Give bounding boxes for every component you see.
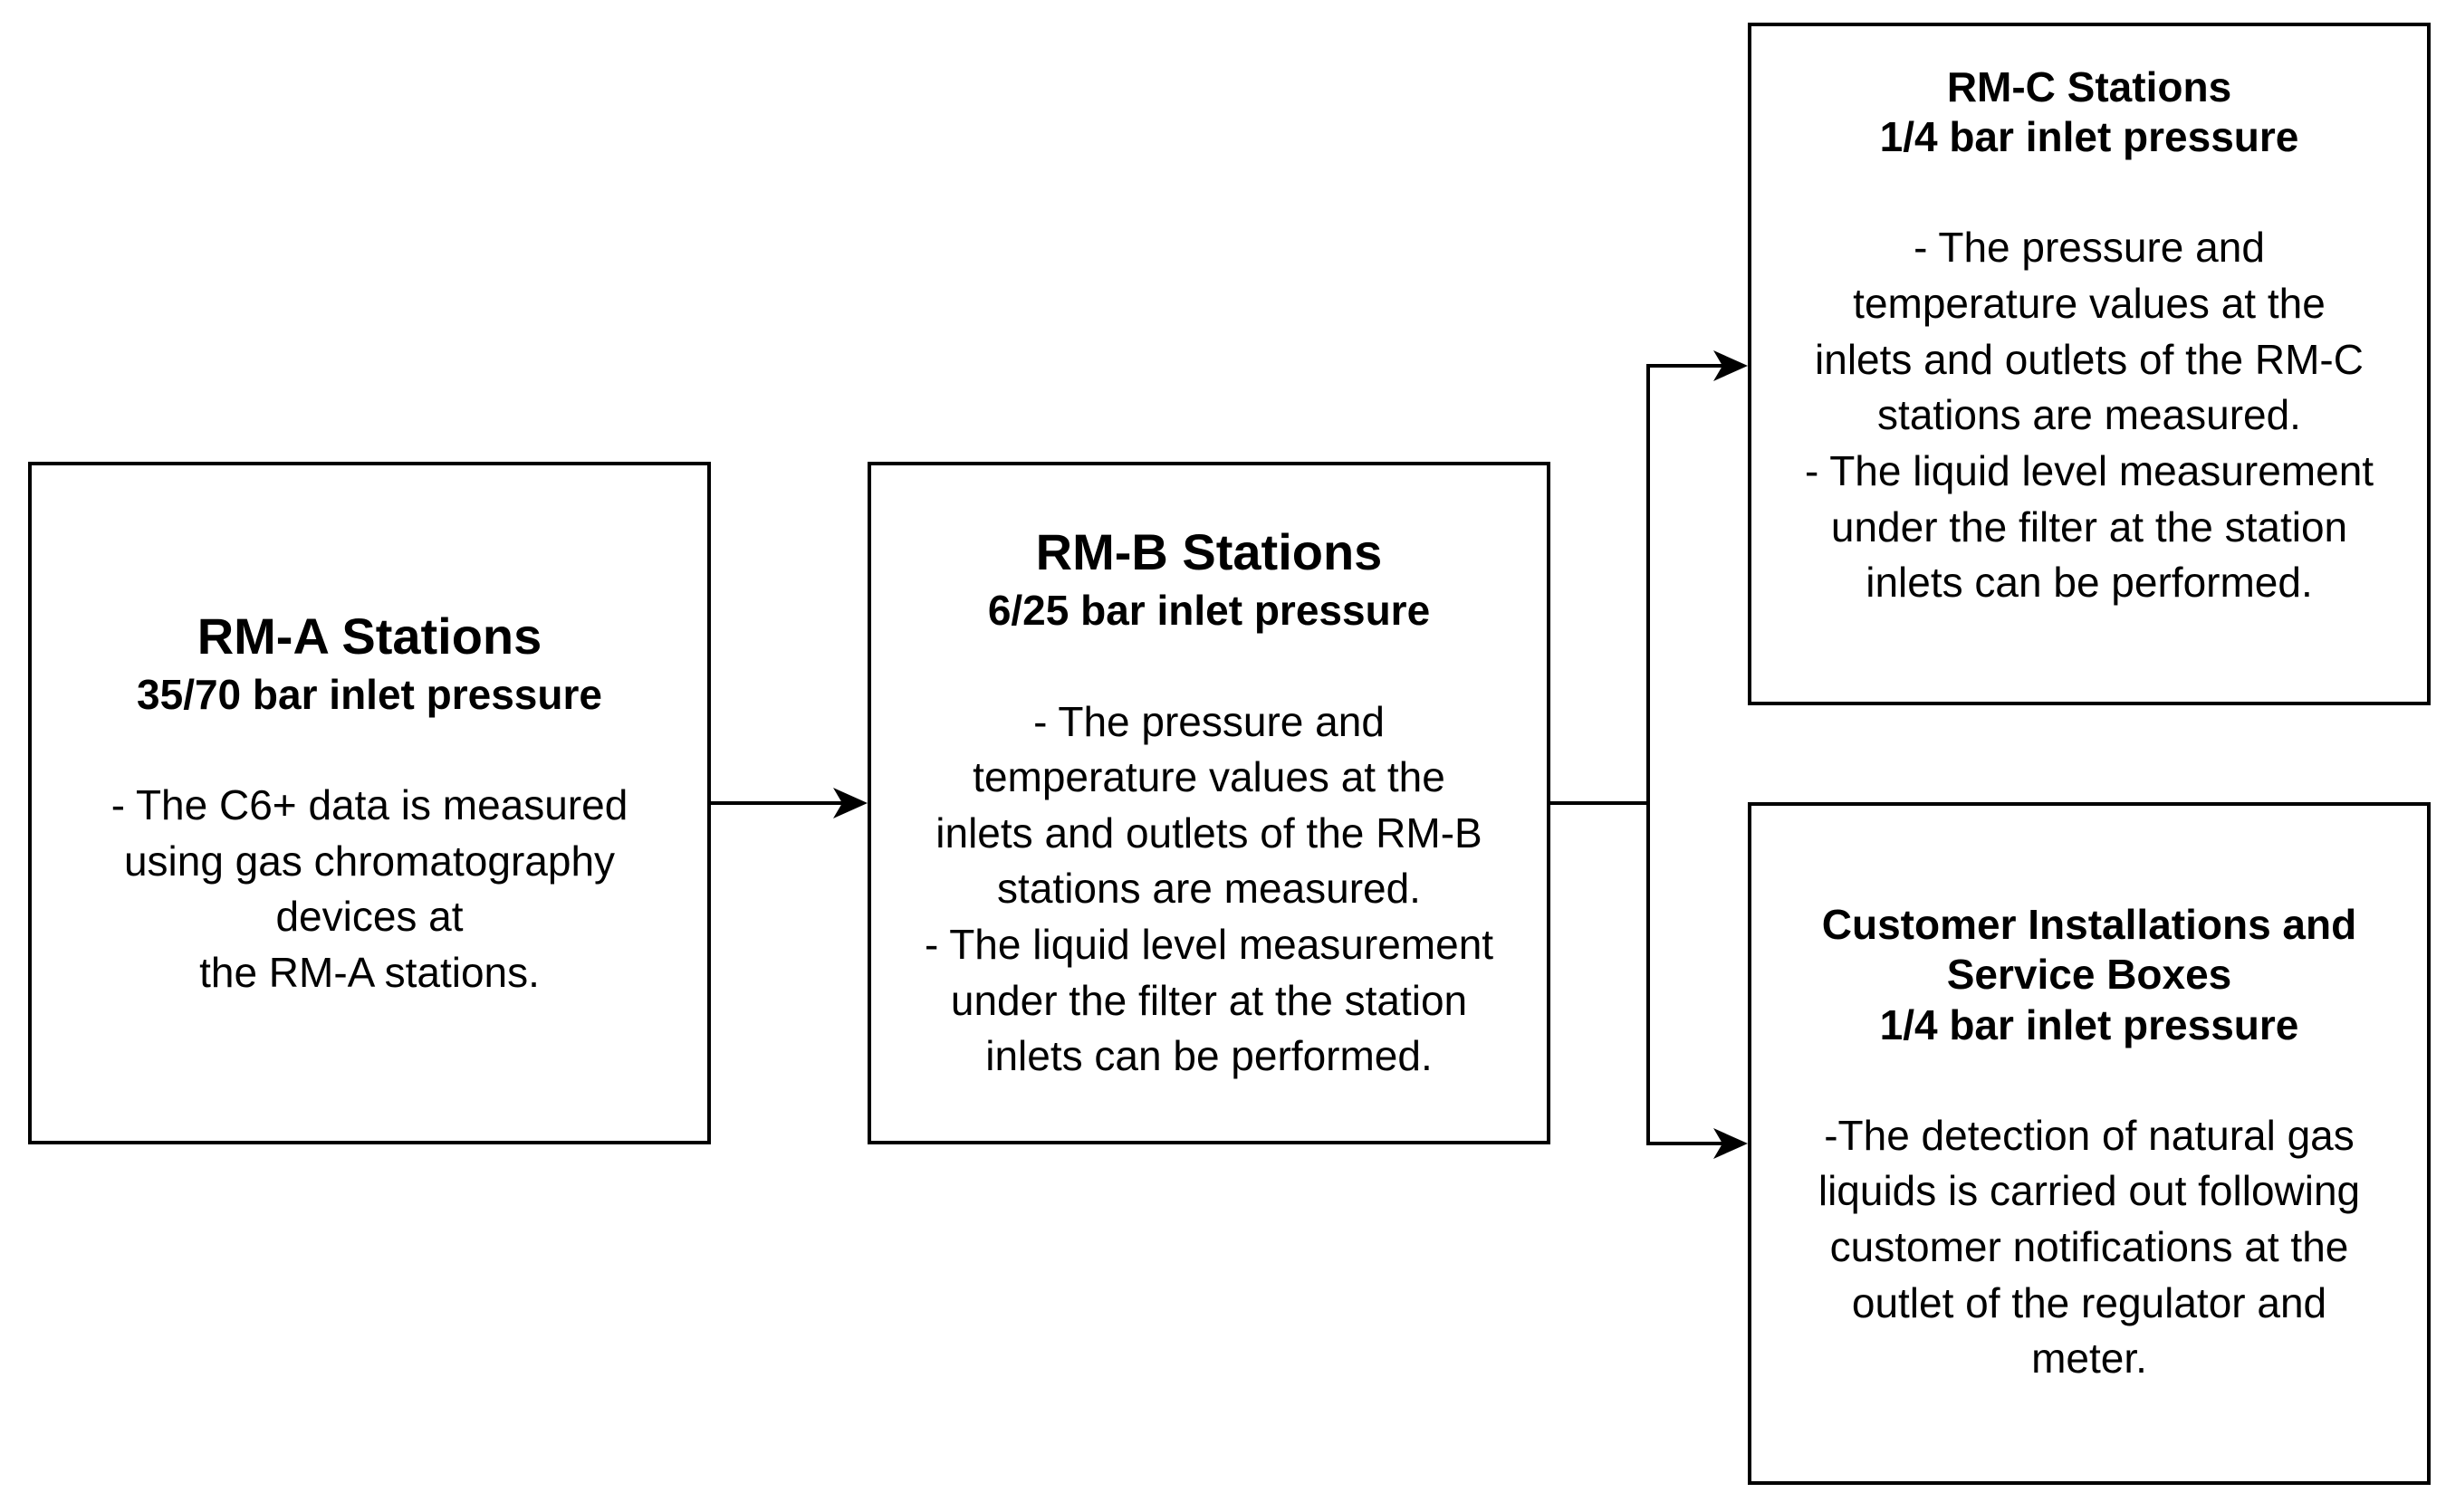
description-line: customer notifications at the [1829, 1222, 2349, 1270]
edge-rm-b-to-customer [1646, 803, 1748, 1159]
description-line: - The C6+ data is measured [110, 780, 628, 828]
node-subtitle: 1/4 bar inlet pressure [1879, 1000, 2299, 1048]
description-line: under the filter at the station [1830, 502, 2348, 550]
arrowhead-icon [833, 788, 868, 818]
node-rm-c-stations: RM-C Stations 1/4 bar inlet pressure - T… [1748, 23, 2431, 705]
node-subtitle: 6/25 bar inlet pressure [987, 587, 1431, 635]
edge-rm-b-to-rm-c [1550, 350, 1748, 805]
node-description: -The detection of natural gas liquids is… [1818, 1108, 2360, 1387]
description-line: inlets and outlets of the RM-B [935, 809, 1482, 856]
description-line: temperature values at the [973, 753, 1445, 801]
description-line: meter. [2031, 1335, 2147, 1383]
node-title: RM-A Stations [197, 607, 542, 665]
node-description: - The pressure and temperature values at… [1805, 220, 2374, 610]
description-line: - The liquid level measurement [1804, 446, 2374, 494]
description-line: the RM-A stations. [199, 948, 540, 996]
arrowhead-icon [1713, 1128, 1748, 1159]
arrowhead-icon [1713, 350, 1748, 381]
node-title: Customer Installations and Service Boxes [1822, 900, 2356, 1000]
node-title: RM-C Stations [1946, 63, 2232, 110]
description-line: -The detection of natural gas [1824, 1111, 2355, 1159]
node-rm-a-stations: RM-A Stations 35/70 bar inlet pressure -… [28, 462, 711, 1144]
description-line: using gas chromatography [123, 837, 616, 885]
description-line: outlet of the regulator and [1851, 1278, 2327, 1326]
description-line: inlets can be performed. [1866, 559, 2313, 607]
description-line: inlets and outlets of the RM-C [1815, 335, 2364, 383]
title-line: Customer Installations and [1821, 901, 2357, 949]
description-line: - The pressure and [1914, 224, 2265, 272]
node-subtitle: 1/4 bar inlet pressure [1879, 113, 2299, 161]
description-line: temperature values at the [1853, 280, 2326, 327]
node-rm-b-stations: RM-B Stations 6/25 bar inlet pressure - … [868, 462, 1550, 1144]
description-line: - The liquid level measurement [924, 921, 1494, 968]
description-line: inlets can be performed. [985, 1032, 1433, 1080]
description-line: stations are measured. [1877, 391, 2301, 439]
node-description: - The C6+ data is measured using gas chr… [111, 778, 628, 1001]
node-description: - The pressure and temperature values at… [925, 694, 1493, 1085]
description-line: stations are measured. [997, 865, 1421, 913]
node-title: RM-B Stations [1035, 523, 1383, 581]
description-line: devices at [275, 893, 464, 941]
description-line: under the filter at the station [950, 976, 1468, 1024]
node-subtitle: 35/70 bar inlet pressure [137, 670, 602, 718]
description-line: liquids is carried out following [1818, 1167, 2361, 1215]
description-line: - The pressure and [1033, 697, 1385, 745]
node-customer-installations: Customer Installations and Service Boxes… [1748, 802, 2431, 1485]
edge-rm-a-to-rm-b [711, 788, 868, 818]
title-line: Service Boxes [1946, 951, 2232, 999]
